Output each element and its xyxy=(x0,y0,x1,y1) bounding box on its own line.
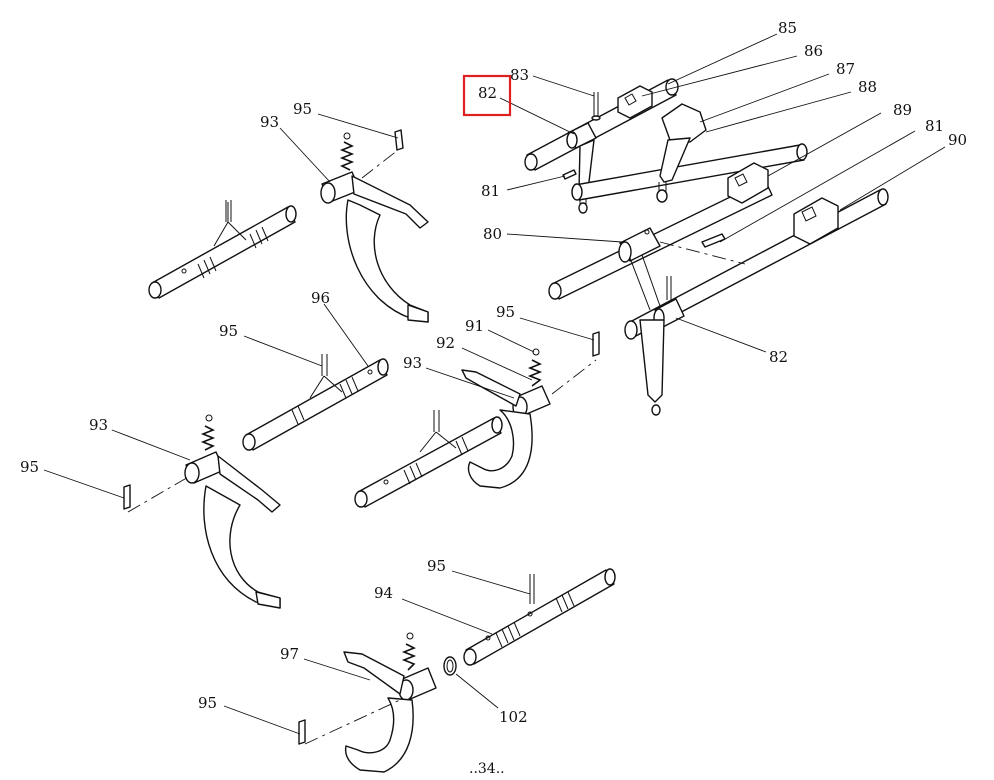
page-number: ..34.. xyxy=(469,761,505,777)
callout-94: 94 xyxy=(374,584,393,602)
upper-left-assembly xyxy=(148,129,429,323)
highlight-box xyxy=(462,74,512,117)
upper-right-assembly xyxy=(524,78,889,416)
callout-95-a: 95 xyxy=(293,100,312,118)
callout-93-b: 93 xyxy=(403,354,422,372)
shift-fork-97 xyxy=(343,632,437,773)
middle-left-assembly xyxy=(123,354,389,609)
callout-95-b: 95 xyxy=(219,322,238,340)
callout-93-c: 93 xyxy=(89,416,108,434)
lower-assembly xyxy=(298,568,616,773)
callout-95-f: 95 xyxy=(198,694,217,712)
callout-labels: 85 86 87 83 82 88 89 81 90 81 80 82 95 9… xyxy=(20,19,967,726)
callout-88: 88 xyxy=(858,78,877,96)
callout-85: 85 xyxy=(778,19,797,37)
shift-rod-94 xyxy=(463,568,616,666)
shift-rod-left-upper xyxy=(148,200,297,299)
callout-81-left: 81 xyxy=(481,182,500,200)
shift-fork-upper xyxy=(320,132,429,323)
callout-87: 87 xyxy=(836,60,855,78)
callout-80: 80 xyxy=(483,225,502,243)
shift-rod-upper xyxy=(524,78,679,214)
leader-lines xyxy=(43,33,946,735)
callout-93-a: 93 xyxy=(260,113,279,131)
callout-96: 96 xyxy=(311,289,330,307)
callout-92: 92 xyxy=(436,334,455,352)
snap-ring xyxy=(443,656,457,676)
shift-rod-bottom xyxy=(624,188,889,416)
callout-83: 83 xyxy=(510,66,529,84)
shift-fork-middle-left xyxy=(184,414,281,609)
shift-rod-middle xyxy=(571,103,808,203)
shift-fork-middle-center xyxy=(461,348,551,489)
callout-82-right: 82 xyxy=(769,348,788,366)
shift-rod-middle-center xyxy=(354,410,503,508)
shift-rod-96 xyxy=(242,354,389,451)
callout-102: 102 xyxy=(499,708,528,726)
callout-91: 91 xyxy=(465,317,484,335)
callout-97: 97 xyxy=(280,645,299,663)
callout-82-top: 82 xyxy=(478,84,497,102)
callout-89: 89 xyxy=(893,101,912,119)
callout-95-c: 95 xyxy=(496,303,515,321)
callout-90: 90 xyxy=(948,131,967,149)
callout-95-e: 95 xyxy=(427,557,446,575)
middle-center-assembly xyxy=(354,331,600,508)
shift-rod-lower xyxy=(548,162,773,300)
callout-86: 86 xyxy=(804,42,823,60)
callout-81-right: 81 xyxy=(925,117,944,135)
callout-95-d: 95 xyxy=(20,458,39,476)
